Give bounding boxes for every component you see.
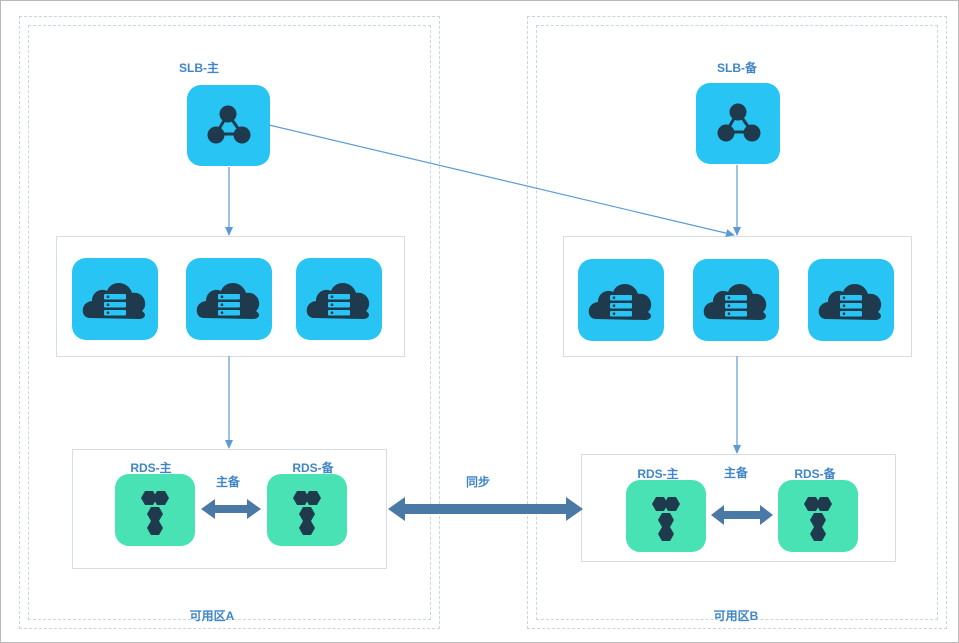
cloud-server-icon xyxy=(196,282,260,319)
zone-a-inner-border xyxy=(28,25,431,620)
availability-zone-b xyxy=(527,16,947,629)
zone-b-label: 可用区B xyxy=(713,609,759,623)
rds-link-label-zone-b: 主备 xyxy=(723,466,748,480)
rds-primary-label-zone-a: RDS-主 xyxy=(130,461,172,475)
database-cluster-icon xyxy=(293,491,321,535)
cloud-server-icon xyxy=(703,283,767,320)
ecs-server-node xyxy=(578,259,664,341)
rds-standby-node-zone-a xyxy=(267,474,347,546)
database-cluster-icon xyxy=(141,491,169,535)
slb-standby-node xyxy=(696,83,780,164)
ecs-server-node xyxy=(296,258,382,340)
zone-a-label: 可用区A xyxy=(189,609,235,623)
ecs-server-node xyxy=(186,258,272,340)
cloud-server-icon xyxy=(818,283,882,320)
load-balancer-icon xyxy=(717,103,761,142)
rds-standby-label-zone-b: RDS-备 xyxy=(794,467,836,481)
sync-label: 同步 xyxy=(465,475,490,489)
cloud-server-icon xyxy=(588,283,652,320)
cloud-server-icon xyxy=(306,282,370,319)
cloud-server-icon xyxy=(82,282,146,319)
load-balancer-icon xyxy=(207,105,251,144)
rds-primary-node-zone-b xyxy=(626,480,706,552)
slb-primary-node xyxy=(187,85,270,166)
rds-primary-label-zone-b: RDS-主 xyxy=(637,467,679,481)
ecs-server-node xyxy=(808,259,894,341)
rds-primary-node-zone-a xyxy=(115,474,195,546)
rds-standby-node-zone-b xyxy=(778,480,858,552)
database-cluster-icon xyxy=(652,497,680,541)
rds-link-label-zone-a: 主备 xyxy=(215,475,240,489)
zone-b-inner-border xyxy=(536,25,938,620)
database-cluster-icon xyxy=(804,497,832,541)
slb-standby-label: SLB-备 xyxy=(717,61,757,75)
ecs-server-node xyxy=(693,259,779,341)
slb-primary-label: SLB-主 xyxy=(179,61,219,75)
availability-zone-a xyxy=(19,16,440,629)
ecs-server-node xyxy=(72,258,158,340)
rds-standby-label-zone-a: RDS-备 xyxy=(292,461,334,475)
